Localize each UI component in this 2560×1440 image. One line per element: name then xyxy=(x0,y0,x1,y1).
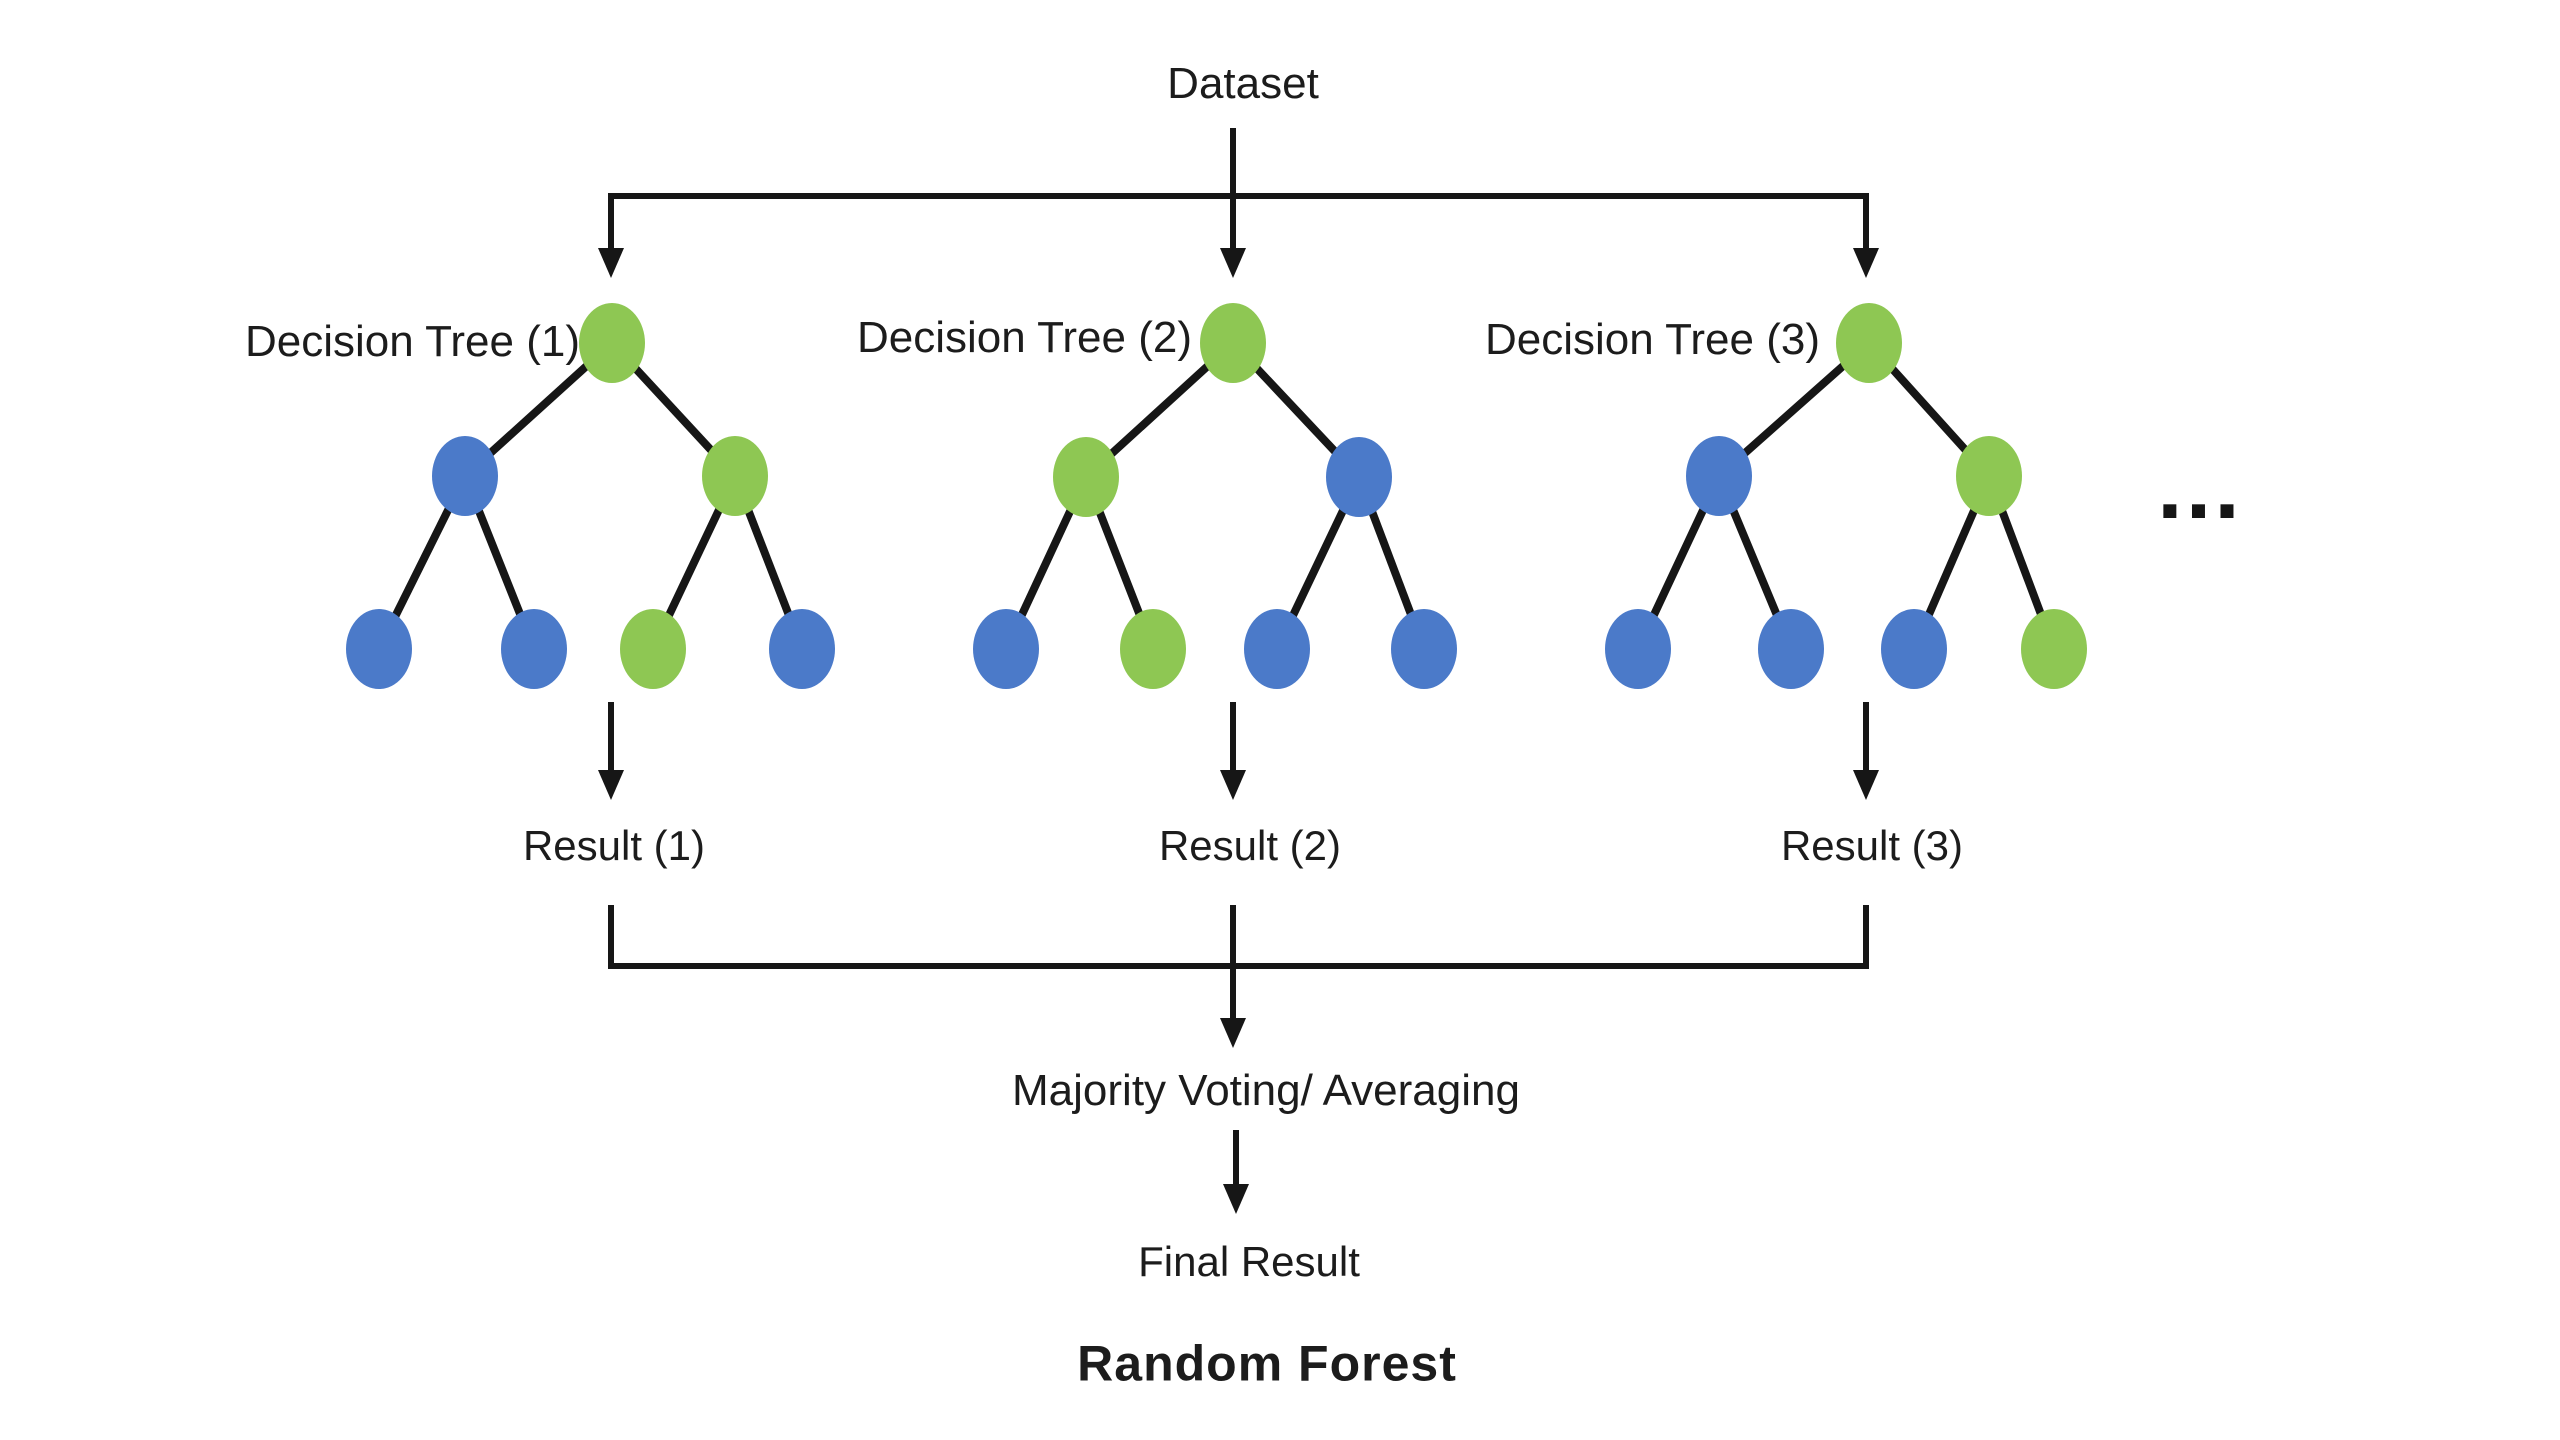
tree-1-node-right xyxy=(702,436,768,516)
arrowhead-to-result-1 xyxy=(598,770,624,800)
arrowhead-to-majority-voting xyxy=(1220,1018,1246,1048)
arrowhead-to-result-2 xyxy=(1220,770,1246,800)
tree-3-node-right-left xyxy=(1881,609,1947,689)
result-2-label: Result (2) xyxy=(1158,821,1342,869)
decision-tree-3-label: Decision Tree (3) xyxy=(1484,314,1820,364)
tree-2-node-right xyxy=(1326,437,1392,517)
tree-3-node-left-right xyxy=(1758,609,1824,689)
final-result-label: Final Result xyxy=(1138,1237,1360,1285)
majority-voting-label: Majority Voting/ Averaging xyxy=(1012,1065,1520,1115)
tree-2-node-root xyxy=(1200,303,1266,383)
tree-1-node-right-right xyxy=(769,609,835,689)
dataset-label: Dataset xyxy=(1167,58,1319,108)
result-3-label: Result (3) xyxy=(1780,821,1964,869)
tree-2-node-left xyxy=(1053,437,1119,517)
tree-3-node-root xyxy=(1836,303,1902,383)
tree-2-node-right-right xyxy=(1391,609,1457,689)
arrowhead-to-tree-2 xyxy=(1220,248,1246,278)
result-1-label: Result (1) xyxy=(522,821,706,869)
arrowhead-to-result-3 xyxy=(1853,770,1879,800)
decision-tree-2-label: Decision Tree (2) xyxy=(856,312,1192,362)
tree-3-node-left xyxy=(1686,436,1752,516)
decision-tree-1-label: Decision Tree (1) xyxy=(244,316,580,366)
tree-1-node-left-left xyxy=(346,609,412,689)
tree-2-node-left-right xyxy=(1120,609,1186,689)
tree-1-node-right-left xyxy=(620,609,686,689)
tree-1-node-root xyxy=(579,303,645,383)
more-trees-ellipsis: ... xyxy=(2157,436,2243,538)
arrowhead-to-tree-3 xyxy=(1853,248,1879,278)
tree-3-node-right xyxy=(1956,436,2022,516)
tree-1-node-left xyxy=(432,436,498,516)
tree-2-node-right-left xyxy=(1244,609,1310,689)
tree-1-node-left-right xyxy=(501,609,567,689)
arrowhead-to-tree-1 xyxy=(598,248,624,278)
diagram-title: Random Forest xyxy=(1077,1335,1457,1392)
tree-3-node-left-left xyxy=(1605,609,1671,689)
tree-2-node-left-left xyxy=(973,609,1039,689)
tree-3-node-right-right xyxy=(2021,609,2087,689)
arrowhead-to-final-result xyxy=(1223,1184,1249,1214)
